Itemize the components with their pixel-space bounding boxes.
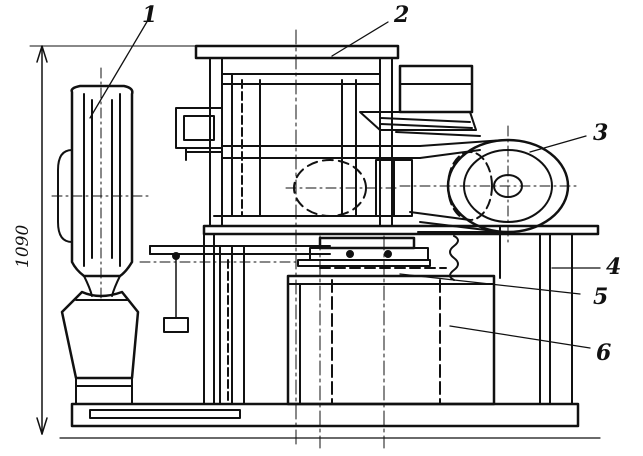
centerlines: [295, 29, 385, 449]
handwheel-column: [51, 67, 151, 405]
container-box: [286, 267, 496, 406]
top-plate: [194, 44, 400, 60]
callout-1: 1: [142, 2, 157, 28]
leader-lines: [89, 19, 601, 349]
table-deck: [139, 224, 600, 405]
base-frame: [59, 402, 601, 439]
callout-4: 4: [606, 254, 621, 280]
motor-housing: [359, 64, 481, 137]
callout-6: 6: [596, 340, 611, 366]
callout-3: 3: [593, 120, 608, 146]
height-dimension: [29, 45, 201, 435]
callout-5: 5: [593, 284, 608, 310]
dimension-label: 1090: [13, 225, 33, 268]
callout-2: 2: [393, 2, 409, 28]
